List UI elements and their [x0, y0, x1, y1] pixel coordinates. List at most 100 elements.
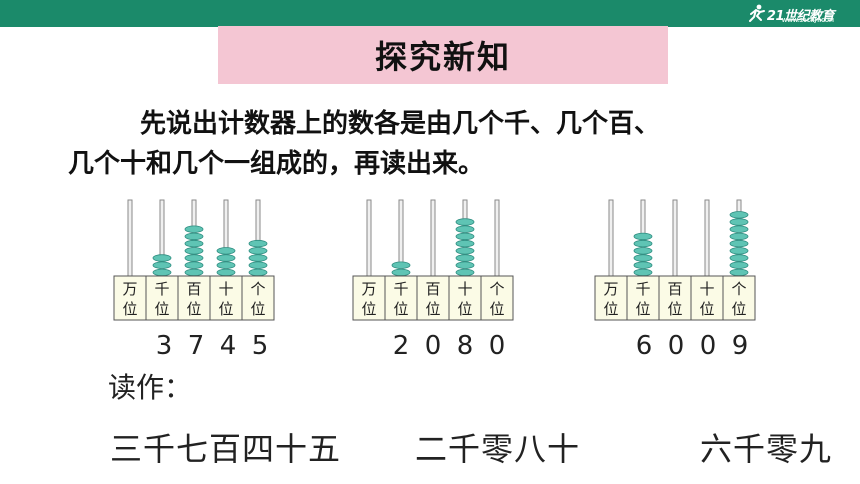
brand-logo: 21世纪教育 WWW.21CNJY.COM — [745, 3, 835, 25]
reading-2080: 二千零八十 — [415, 430, 581, 468]
abacus-bead — [391, 261, 411, 269]
place-label-box — [594, 275, 628, 321]
place-label-text: 千 — [635, 280, 650, 298]
place-label-text: 个 — [731, 280, 746, 298]
place-label-text: 位 — [425, 300, 440, 318]
abacus-bead — [184, 239, 204, 248]
place-label-text: 位 — [667, 300, 682, 318]
abacus-bead — [248, 254, 268, 262]
abacus-bead — [248, 239, 268, 248]
abacus-bead — [455, 247, 475, 255]
place-label-text: 位 — [489, 300, 504, 318]
abacus-rod — [494, 199, 500, 277]
abacus-bead — [184, 247, 204, 255]
abacus-bead — [455, 254, 475, 262]
abacus-rod — [127, 199, 133, 277]
place-label-box — [241, 275, 275, 321]
digit: 8 — [456, 331, 474, 361]
read-as-label: 读作： — [108, 371, 193, 404]
place-label-text: 个 — [250, 280, 265, 298]
reading-3745: 三千七百四十五 — [110, 430, 342, 468]
place-label-text: 位 — [457, 300, 472, 318]
digit: 5 — [251, 331, 269, 361]
place-label-text: 千 — [154, 280, 169, 298]
abacus-3745: 万位千位百位十位个位 — [113, 196, 275, 322]
abacus-bead — [248, 268, 268, 277]
abacus-bead — [184, 254, 204, 262]
place-label-text: 位 — [361, 300, 376, 318]
abacus-bead — [633, 254, 653, 262]
abacus-bead — [216, 261, 236, 269]
place-label-text: 万 — [361, 280, 376, 298]
place-label-text: 十 — [699, 280, 714, 298]
abacus-bead — [184, 225, 204, 233]
abacus-bead — [729, 239, 749, 248]
digit: 7 — [187, 331, 205, 361]
place-label-text: 十 — [457, 280, 472, 298]
abacus-bead — [184, 261, 204, 269]
place-label-text: 百 — [425, 280, 440, 298]
abacus-bead — [391, 268, 411, 277]
instruction-line-1: 先说出计数器上的数各是由几个千、几个百、 — [140, 109, 661, 139]
place-label-text: 位 — [250, 300, 265, 318]
abacus-bead — [248, 261, 268, 269]
section-title-banner: 探究新知 — [218, 26, 668, 84]
abacus-rod — [704, 199, 710, 277]
place-label-text: 位 — [393, 300, 408, 318]
instruction-line-2: 几个十和几个一组成的，再读出来。 — [68, 149, 485, 179]
top-banner: 21世纪教育 WWW.21CNJY.COM — [0, 0, 860, 27]
digit: 3 — [155, 331, 173, 361]
brand-url: WWW.21CNJY.COM — [781, 18, 834, 24]
abacus-rod — [672, 199, 678, 277]
place-label-box — [448, 275, 482, 321]
abacus-bead — [455, 225, 475, 233]
abacus-6009: 万位千位百位十位个位 — [594, 196, 756, 322]
abacus-bead — [729, 254, 749, 262]
place-label-text: 位 — [122, 300, 137, 318]
place-label-text: 位 — [154, 300, 169, 318]
abacus-bead — [633, 247, 653, 255]
place-label-text: 位 — [699, 300, 714, 318]
abacus-rod — [430, 199, 436, 277]
abacus-bead — [633, 239, 653, 248]
abacus-bead — [455, 261, 475, 269]
digit: 2 — [392, 331, 410, 361]
abacus-bead — [729, 268, 749, 277]
place-label-box — [690, 275, 724, 321]
place-label-text: 位 — [218, 300, 233, 318]
abacus-rod — [608, 199, 614, 277]
place-label-box — [416, 275, 450, 321]
abacus-bead — [729, 218, 749, 226]
abacus-bead — [248, 247, 268, 255]
place-label-text: 百 — [667, 280, 682, 298]
abacus-bead — [152, 268, 172, 277]
abacus-bead — [729, 225, 749, 233]
place-label-box — [480, 275, 514, 321]
abacus-bead — [216, 268, 236, 277]
abacus-bead — [455, 218, 475, 226]
abacus-bead — [216, 247, 236, 255]
abacus-bead — [152, 254, 172, 262]
abacus-bead — [184, 232, 204, 241]
digit: 6 — [635, 331, 653, 361]
place-label-box — [177, 275, 211, 321]
abacus-bead — [729, 232, 749, 241]
abacus-bead — [633, 261, 653, 269]
place-label-text: 位 — [603, 300, 618, 318]
abacus-bead — [729, 261, 749, 269]
section-title: 探究新知 — [374, 38, 511, 76]
abacus-bead — [455, 232, 475, 241]
abacus-bead — [729, 247, 749, 255]
place-label-text: 位 — [731, 300, 746, 318]
runner-icon — [748, 4, 765, 22]
place-label-text: 万 — [603, 280, 618, 298]
place-label-text: 位 — [635, 300, 650, 318]
place-label-box — [384, 275, 418, 321]
abacus-bead — [633, 268, 653, 277]
digit: 4 — [219, 331, 237, 361]
